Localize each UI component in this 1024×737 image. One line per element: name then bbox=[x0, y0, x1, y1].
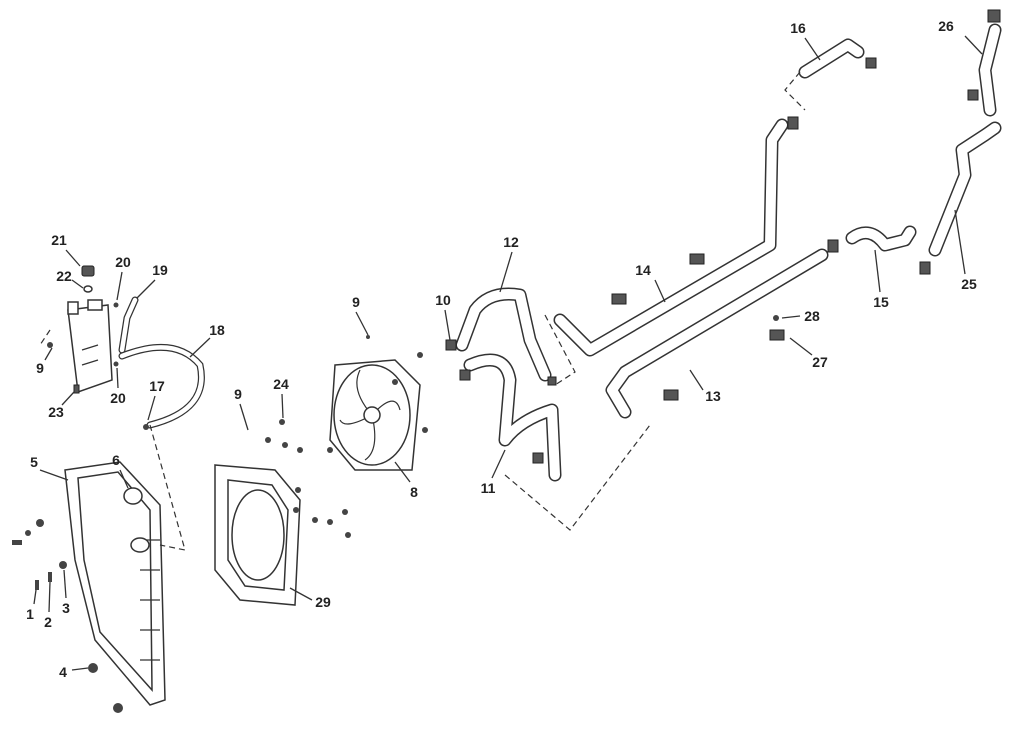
callout-8: 8 bbox=[410, 484, 418, 500]
callout-25: 25 bbox=[961, 276, 977, 292]
callout-10: 10 bbox=[435, 292, 451, 308]
callout-5: 5 bbox=[30, 454, 38, 470]
callout-29: 29 bbox=[315, 594, 331, 610]
radiator-cap bbox=[123, 487, 143, 505]
callout-18: 18 bbox=[209, 322, 225, 338]
callout-28: 28 bbox=[804, 308, 820, 324]
tank-cap bbox=[81, 265, 95, 277]
callout-3: 3 bbox=[62, 600, 70, 616]
o-ring bbox=[83, 285, 93, 293]
callout-21: 21 bbox=[51, 232, 67, 248]
callout-26: 26 bbox=[938, 18, 954, 34]
callout-17: 17 bbox=[149, 378, 165, 394]
callout-19: 19 bbox=[152, 262, 168, 278]
callout-22: 22 bbox=[56, 268, 72, 284]
mounting-bolts bbox=[265, 335, 428, 538]
callout-15: 15 bbox=[873, 294, 889, 310]
hose-26 bbox=[980, 25, 1000, 115]
fasteners bbox=[12, 519, 123, 713]
callout-4: 4 bbox=[59, 664, 67, 680]
hose-15 bbox=[847, 227, 915, 250]
callout-12: 12 bbox=[503, 234, 519, 250]
expansion-tank bbox=[67, 299, 113, 394]
callout-2: 2 bbox=[44, 614, 52, 630]
radiator bbox=[64, 461, 166, 706]
hose-16 bbox=[800, 40, 863, 77]
hose-14 bbox=[555, 120, 787, 355]
callout-27: 27 bbox=[812, 354, 828, 370]
cooling-fan bbox=[329, 359, 421, 471]
callout-20: 20 bbox=[115, 254, 131, 270]
callout-11: 11 bbox=[480, 480, 496, 496]
radiator-neck bbox=[130, 537, 150, 553]
callout-9: 9 bbox=[352, 294, 360, 310]
callout-1: 1 bbox=[26, 606, 34, 622]
hoses-11-12 bbox=[445, 287, 562, 482]
callout-16: 16 bbox=[790, 20, 806, 36]
callout-6: 6 bbox=[112, 452, 120, 468]
callout-9: 9 bbox=[36, 360, 44, 376]
callout-14: 14 bbox=[635, 262, 651, 278]
callout-20: 20 bbox=[110, 390, 126, 406]
leader-lines bbox=[33, 35, 983, 671]
callout-13: 13 bbox=[705, 388, 721, 404]
callout-9: 9 bbox=[234, 386, 242, 402]
hose-25 bbox=[930, 123, 1000, 255]
callout-23: 23 bbox=[48, 404, 64, 420]
hose-13 bbox=[607, 250, 827, 417]
fan-shroud bbox=[214, 464, 301, 606]
callout-24: 24 bbox=[273, 376, 289, 392]
hose-clamps bbox=[611, 9, 1001, 401]
